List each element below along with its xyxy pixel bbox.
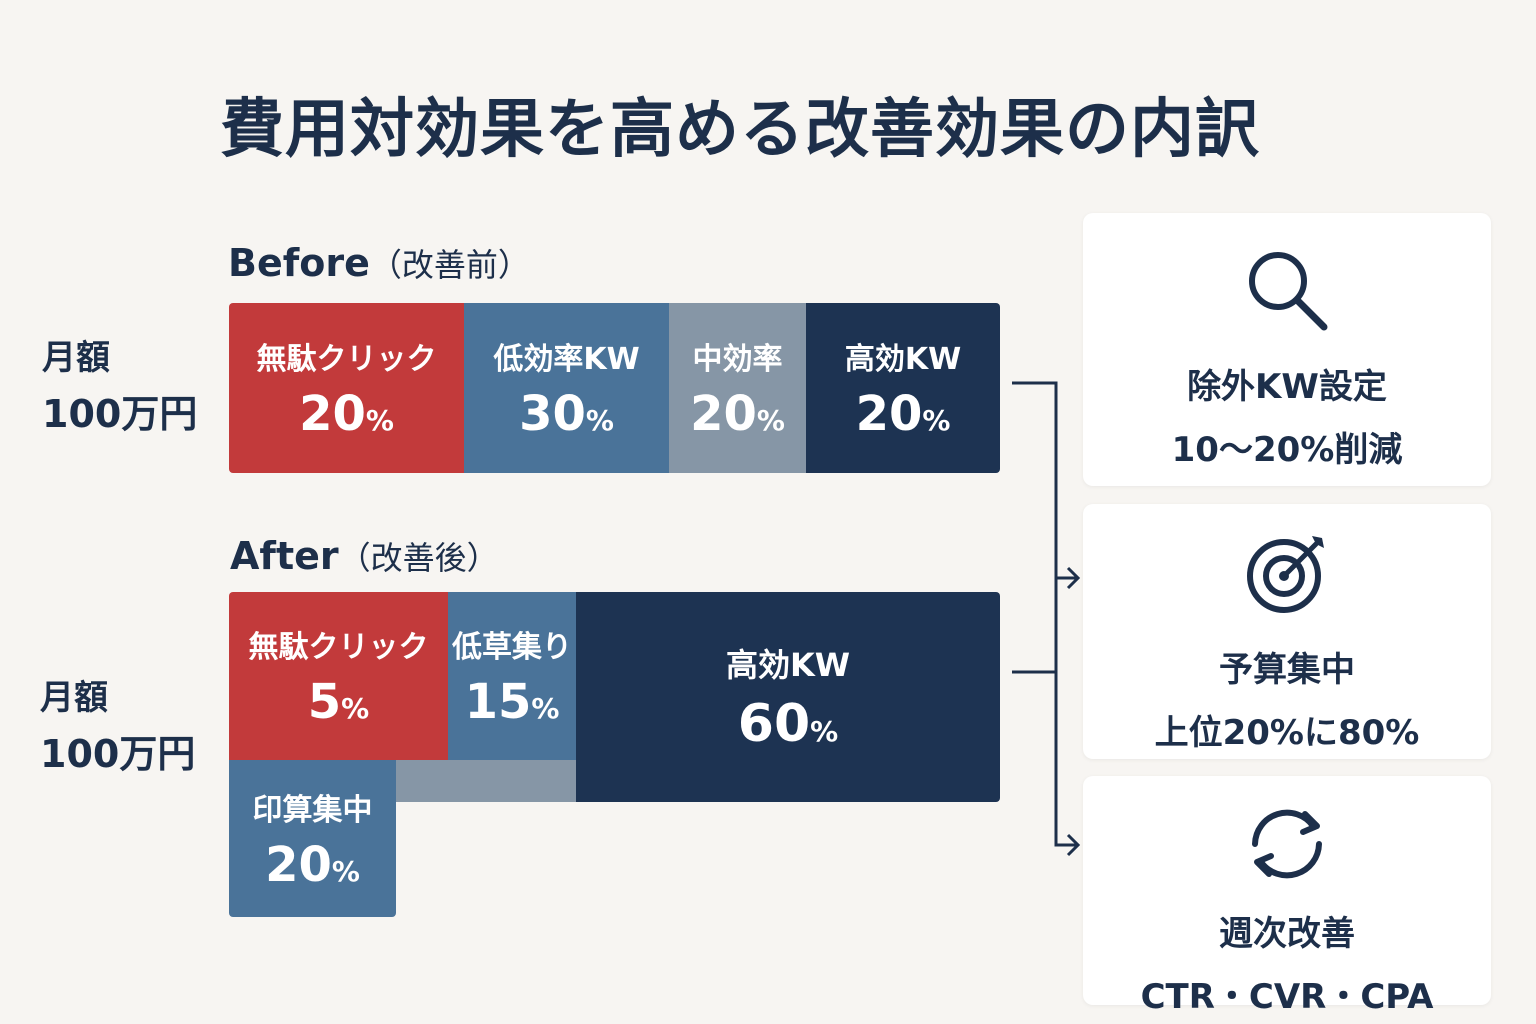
card-exclusion-keywords: 除外KW設定 10〜20%削減 xyxy=(1083,213,1491,486)
before-segment-mid-efficiency: 中効率 20% xyxy=(669,303,806,473)
connector-main xyxy=(1012,381,1078,847)
segment-value: 15% xyxy=(464,674,560,730)
segment-label: 無駄クリック xyxy=(248,630,429,665)
before-budget-amount: 100万円 xyxy=(42,392,198,436)
after-segment-high-efficiency: 高効KW 60% xyxy=(576,592,1000,802)
page-title: 費用対効果を高める改善効果の内訳 xyxy=(220,93,1260,167)
before-heading-main: Before xyxy=(228,241,370,285)
card-weekly-improvement: 週次改善 CTR・CVR・CPA xyxy=(1083,776,1491,1017)
segment-label: 無駄クリック xyxy=(256,342,437,377)
before-budget-label: 月額 xyxy=(42,338,110,378)
segment-label: 低草集り xyxy=(452,630,572,665)
arrow-head-middle xyxy=(1066,566,1081,590)
card-detail: CTR・CVR・CPA xyxy=(1140,977,1434,1017)
segment-value: 20% xyxy=(855,386,951,442)
segment-label: 中効率 xyxy=(692,342,783,377)
arrow-head-bottom xyxy=(1066,833,1081,857)
after-heading-main: After xyxy=(230,534,339,578)
after-segment-low-efficiency: 低草集り 15% xyxy=(448,592,576,760)
after-heading: After（改善後） xyxy=(230,533,499,579)
after-budget-label: 月額 xyxy=(40,678,108,718)
before-heading-sub: （改善前） xyxy=(369,246,530,284)
segment-label: 高効KW xyxy=(844,342,962,377)
card-title: 予算集中 xyxy=(1219,650,1355,690)
after-budget-amount: 100万円 xyxy=(40,732,196,776)
segment-label: 高効KW xyxy=(725,646,851,684)
after-budget: 月額 100万円 xyxy=(40,670,195,782)
segment-value: 60% xyxy=(737,694,839,754)
refresh-icon xyxy=(1241,798,1333,894)
after-segment-wasted-clicks: 無駄クリック 5% xyxy=(229,592,448,760)
before-heading: Before（改善前） xyxy=(228,240,530,286)
search-icon xyxy=(1242,245,1332,339)
card-detail: 10〜20%削減 xyxy=(1171,430,1403,470)
before-budget: 月額 100万円 xyxy=(42,330,197,442)
target-icon xyxy=(1242,528,1332,622)
segment-value: 20% xyxy=(690,386,785,442)
before-segment-low-efficiency: 低効率KW 30% xyxy=(464,303,669,473)
segment-value: 20% xyxy=(265,836,360,893)
segment-label: 印算集中 xyxy=(252,792,373,828)
segment-label: 低効率KW xyxy=(493,342,640,377)
before-segment-high-efficiency: 高効KW 20% xyxy=(806,303,1000,473)
after-segment-budget-focus: 印算集中 20% xyxy=(229,760,396,917)
segment-value: 30% xyxy=(519,386,614,442)
segment-value: 5% xyxy=(307,674,370,730)
card-budget-focus: 予算集中 上位20%に80% xyxy=(1083,504,1491,759)
after-gray-filler xyxy=(396,760,576,802)
card-title: 除外KW設定 xyxy=(1187,367,1387,407)
segment-value: 20% xyxy=(299,386,394,442)
card-detail: 上位20%に80% xyxy=(1154,713,1420,753)
after-heading-sub: （改善後） xyxy=(338,539,499,577)
before-segment-wasted-clicks: 無駄クリック 20% xyxy=(229,303,464,473)
card-title: 週次改善 xyxy=(1219,914,1355,954)
